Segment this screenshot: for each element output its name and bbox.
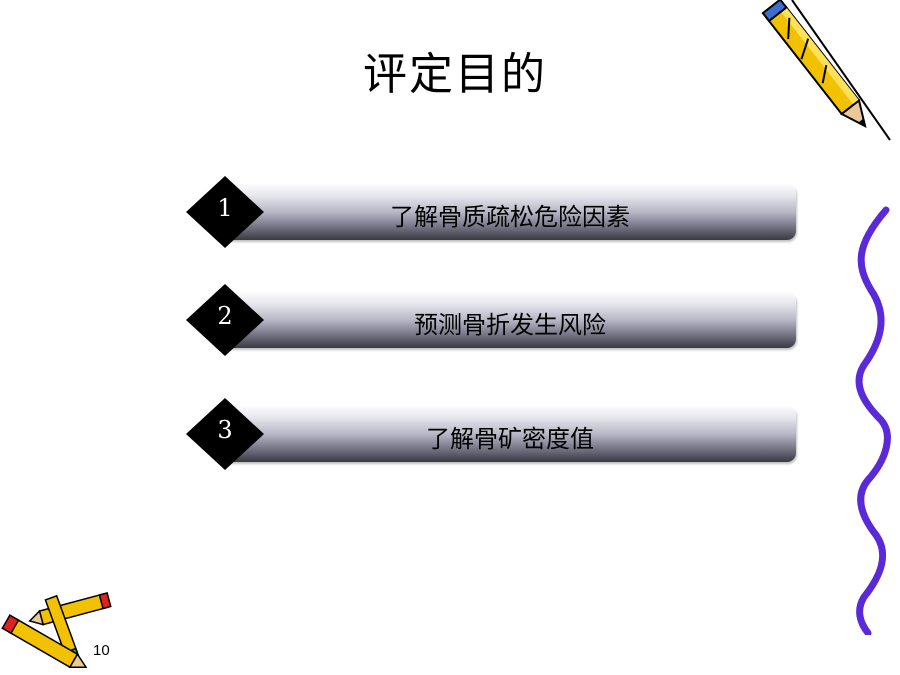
slide-title: 评定目的 (363, 49, 547, 100)
item-number: 2 (217, 302, 233, 330)
squiggle-border-icon (855, 206, 891, 635)
item-number: 1 (217, 194, 233, 222)
list-item: 预测骨折发生风险 2 (182, 280, 798, 360)
item-text: 预测骨折发生风险 (414, 311, 606, 339)
item-number: 3 (217, 416, 233, 444)
page-number: 10 (93, 642, 110, 659)
list-item: 了解骨质疏松危险因素 1 (182, 172, 798, 252)
item-text: 了解骨矿密度值 (426, 425, 594, 453)
item-text: 了解骨质疏松危险因素 (390, 203, 630, 231)
pencils-icon (1, 592, 112, 668)
pencil-icon (761, 0, 891, 141)
list-item: 了解骨矿密度值 3 (182, 394, 798, 474)
item-bar: 预测骨折发生风险 (224, 292, 796, 348)
number-diamond: 3 (186, 398, 264, 470)
number-diamond: 2 (186, 284, 264, 356)
number-diamond: 1 (186, 176, 264, 248)
item-bar: 了解骨矿密度值 (224, 406, 796, 462)
item-bar: 了解骨质疏松危险因素 (224, 184, 796, 240)
